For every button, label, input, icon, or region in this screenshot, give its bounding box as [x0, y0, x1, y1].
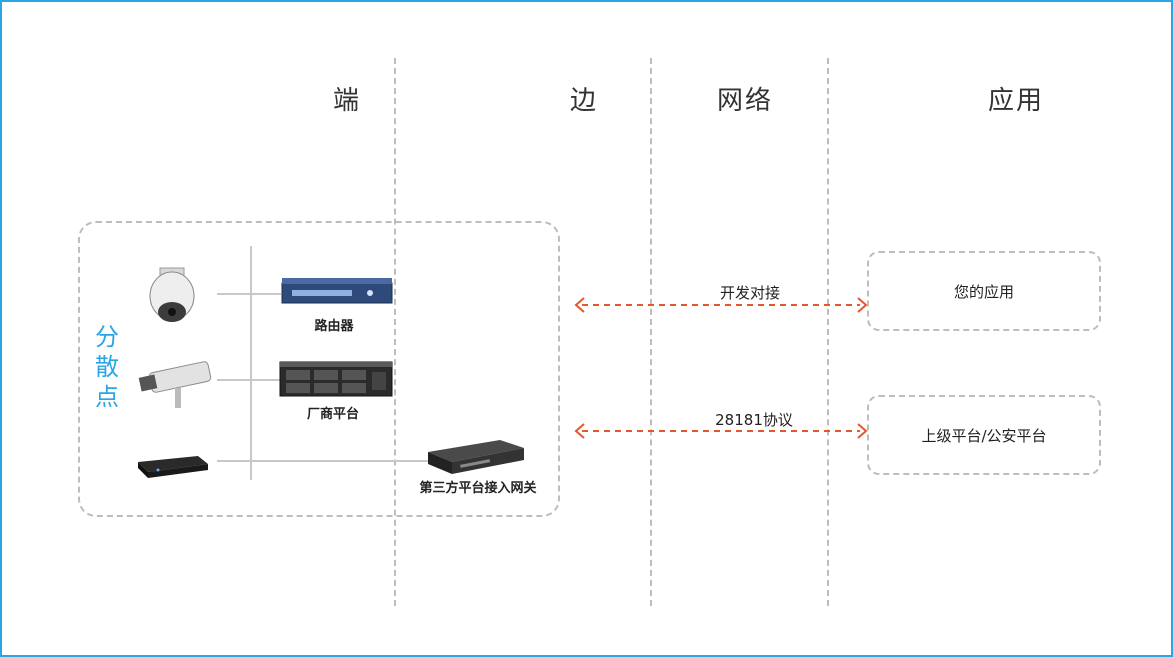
open-api-arrow	[574, 297, 868, 313]
divider-network-application	[827, 58, 829, 606]
protocol-label: 28181协议	[715, 411, 793, 429]
vendor-server-icon	[279, 361, 393, 397]
column-title-terminal: 端	[332, 86, 362, 116]
your-app-label: 您的应用	[953, 282, 1014, 301]
link-dome-camera	[217, 293, 281, 295]
distributed-sites-label: 分散点	[95, 323, 119, 411]
vendor-platform-label: 厂商平台	[306, 407, 360, 422]
router-label: 路由器	[314, 319, 354, 334]
protocol-arrow	[574, 423, 868, 439]
link-nvr-gateway	[217, 460, 429, 462]
device-bus-line	[250, 246, 252, 480]
dome-camera-icon	[149, 267, 195, 322]
gateway-server-icon	[428, 440, 524, 474]
divider-edge-network	[650, 58, 652, 606]
nvr-box-icon	[138, 456, 208, 478]
link-bullet-camera	[217, 379, 281, 381]
your-app-box: 您的应用	[867, 251, 1101, 331]
column-title-network: 网络	[716, 86, 774, 116]
divider-terminal-edge	[394, 58, 396, 606]
upper-platform-box: 上级平台/公安平台	[867, 395, 1101, 475]
gateway-label: 第三方平台接入网关	[419, 481, 537, 496]
router-icon	[281, 278, 393, 304]
bullet-camera-icon	[138, 361, 212, 408]
column-title-edge: 边	[569, 86, 599, 116]
upper-platform-label: 上级平台/公安平台	[921, 426, 1047, 445]
distributed-sites-group	[78, 221, 560, 517]
column-title-application: 应用	[987, 86, 1045, 116]
open-api-label: 开发对接	[719, 284, 781, 302]
